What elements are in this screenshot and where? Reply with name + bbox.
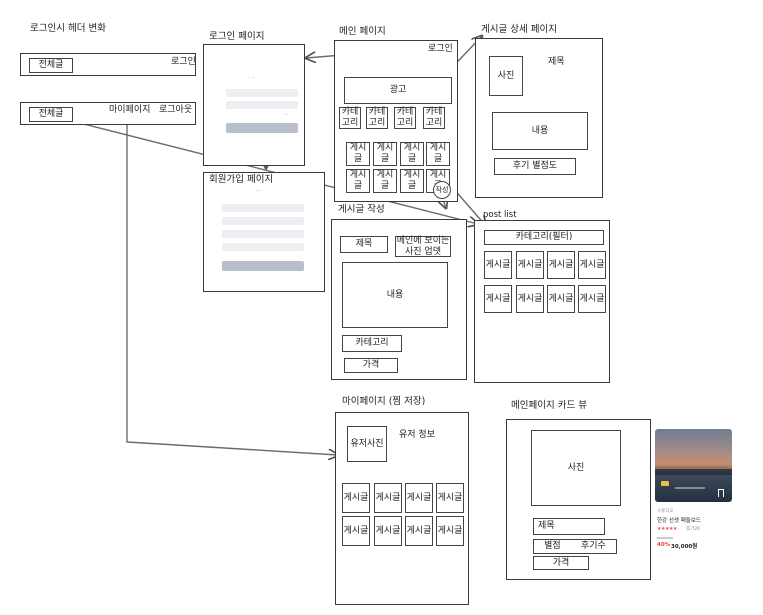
saved-post-card[interactable]: 게시글 (342, 483, 370, 513)
header-logged-out: 전체글 로그인 (20, 53, 196, 76)
main-page-frame: 로그인 광고 카테 고리 카테 고리 카테 고리 카테 고리 게시글 게시글 게… (334, 40, 458, 202)
post-write-title: 게시글 작성 (338, 204, 385, 215)
write-category-field[interactable]: 카테고리 (342, 335, 402, 352)
sample-price: 30,000원 (671, 544, 698, 550)
saved-post-card[interactable]: 게시글 (436, 483, 464, 513)
post-card[interactable]: 게시글 (484, 285, 512, 313)
login-link[interactable]: 로그인 (171, 57, 196, 67)
main-page-title: 메인 페이지 (339, 26, 386, 37)
sample-name: 한강 선셋 패들보드 (657, 518, 701, 524)
post-card[interactable]: 게시글 (516, 251, 544, 279)
post-card[interactable]: 게시글 (346, 169, 370, 193)
header-variants-title: 로그인시 헤더 변화 (30, 23, 106, 34)
password-field[interactable] (226, 101, 298, 109)
login-page-frame: ·· ·· ···· (203, 44, 305, 166)
signup-page-frame: 회원가입 페이지 ····· (203, 172, 325, 292)
post-detail-frame: 사진 제목 내용 후기 별점도 (475, 38, 603, 198)
all-posts-button[interactable]: 전체글 (29, 107, 73, 122)
post-card[interactable]: 게시글 (426, 142, 450, 166)
login-submit[interactable] (226, 123, 298, 133)
saved-post-card[interactable]: 게시글 (374, 516, 402, 546)
category-filter[interactable]: 카테고리(필터) (484, 230, 604, 245)
mypage-link[interactable]: 마이페이지 (109, 105, 151, 115)
signup-page-title: 회원가입 페이지 (209, 174, 274, 185)
sample-stars: ★★★★★ (657, 526, 677, 532)
post-card[interactable]: 게시글 (578, 285, 606, 313)
post-card[interactable]: 게시글 (400, 142, 424, 166)
category-button[interactable]: 카테 고리 (366, 107, 388, 129)
arrow-mypage (126, 112, 338, 455)
saved-post-card[interactable]: 게시글 (436, 516, 464, 546)
ad-banner[interactable]: 광고 (344, 77, 452, 104)
post-card[interactable]: 게시글 (484, 251, 512, 279)
category-button[interactable]: 카테 고리 (339, 107, 361, 129)
post-list-frame: 카테고리(필터) 게시글 게시글 게시글 게시글 게시글 게시글 게시글 게시글 (474, 220, 610, 383)
signup-submit[interactable] (222, 261, 304, 271)
main-photo-upload[interactable]: 메인에 보이는 사진 업뎃 (395, 235, 451, 257)
saved-post-card[interactable]: 게시글 (405, 516, 433, 546)
card-title: 제목 (533, 518, 605, 535)
write-fab[interactable]: 작성 (433, 181, 451, 199)
saved-post-card[interactable]: 게시글 (342, 516, 370, 546)
detail-photo: 사진 (489, 56, 523, 96)
post-card[interactable]: 게시글 (578, 251, 606, 279)
sample-reviews: 후기26 (686, 527, 701, 532)
all-posts-button[interactable]: 전체글 (29, 58, 73, 73)
saved-post-card[interactable]: 게시글 (405, 483, 433, 513)
post-list-title: post list (483, 210, 517, 220)
login-page-title: 로그인 페이지 (209, 31, 265, 42)
write-price-field[interactable]: 가격 (344, 358, 398, 373)
signup-field-1[interactable] (222, 204, 304, 212)
card-rating-reviews: 별점 후기수 (533, 539, 617, 554)
card-photo: 사진 (531, 430, 621, 506)
card-view-frame: 사진 제목 별점 후기수 가격 (506, 419, 651, 580)
post-card[interactable]: 게시글 (346, 142, 370, 166)
card-price: 가격 (533, 556, 589, 570)
user-info: 유저 정보 (399, 430, 435, 440)
post-card[interactable]: 게시글 (373, 142, 397, 166)
sample-shop: 스튜디오 (657, 509, 674, 514)
signup-field-4[interactable] (222, 243, 304, 251)
card-view-title: 메인페이지 카드 뷰 (511, 400, 587, 411)
write-title-field[interactable]: 제목 (340, 236, 388, 253)
id-field[interactable] (226, 89, 298, 97)
detail-content: 내용 (492, 112, 588, 150)
bookmark-icon[interactable] (718, 489, 724, 497)
logout-link[interactable]: 로그아웃 (159, 105, 193, 115)
review-rating: 후기 별점도 (494, 158, 576, 175)
arrow-all-posts-to-list (59, 117, 478, 224)
post-card[interactable]: 게시글 (373, 169, 397, 193)
sample-discount: 40% (657, 542, 671, 548)
card-review-count: 후기수 (581, 541, 606, 551)
main-login-link[interactable]: 로그인 (428, 44, 453, 54)
write-content-field[interactable]: 내용 (342, 262, 448, 328)
sample-old-price (657, 537, 673, 539)
post-card[interactable]: 게시글 (400, 169, 424, 193)
post-card[interactable]: 게시글 (516, 285, 544, 313)
sample-card[interactable]: 스튜디오 한강 선셋 패들보드 ★★★★★ 후기26 40% 30,000원 (655, 429, 732, 559)
post-detail-title: 게시글 상세 페이지 (481, 24, 557, 35)
mypage-frame: 유저사진 유저 정보 게시글 게시글 게시글 게시글 게시글 게시글 게시글 게… (335, 412, 469, 605)
post-card[interactable]: 게시글 (547, 251, 575, 279)
header-logged-in: 전체글 마이페이지 로그아웃 (20, 102, 196, 125)
signup-field-3[interactable] (222, 230, 304, 238)
category-button[interactable]: 카테 고리 (394, 107, 416, 129)
post-card[interactable]: 게시글 (547, 285, 575, 313)
sample-card-image (655, 429, 732, 502)
post-write-frame: 제목 메인에 보이는 사진 업뎃 내용 카테고리 가격 (331, 219, 467, 380)
detail-post-title: 제목 (548, 57, 565, 67)
card-rating: 별점 (544, 541, 561, 551)
category-button[interactable]: 카테 고리 (423, 107, 445, 129)
mypage-title: 마이페이지 (찜 저장) (342, 396, 426, 407)
saved-post-card[interactable]: 게시글 (374, 483, 402, 513)
signup-field-2[interactable] (222, 217, 304, 225)
user-photo: 유저사진 (347, 426, 387, 462)
